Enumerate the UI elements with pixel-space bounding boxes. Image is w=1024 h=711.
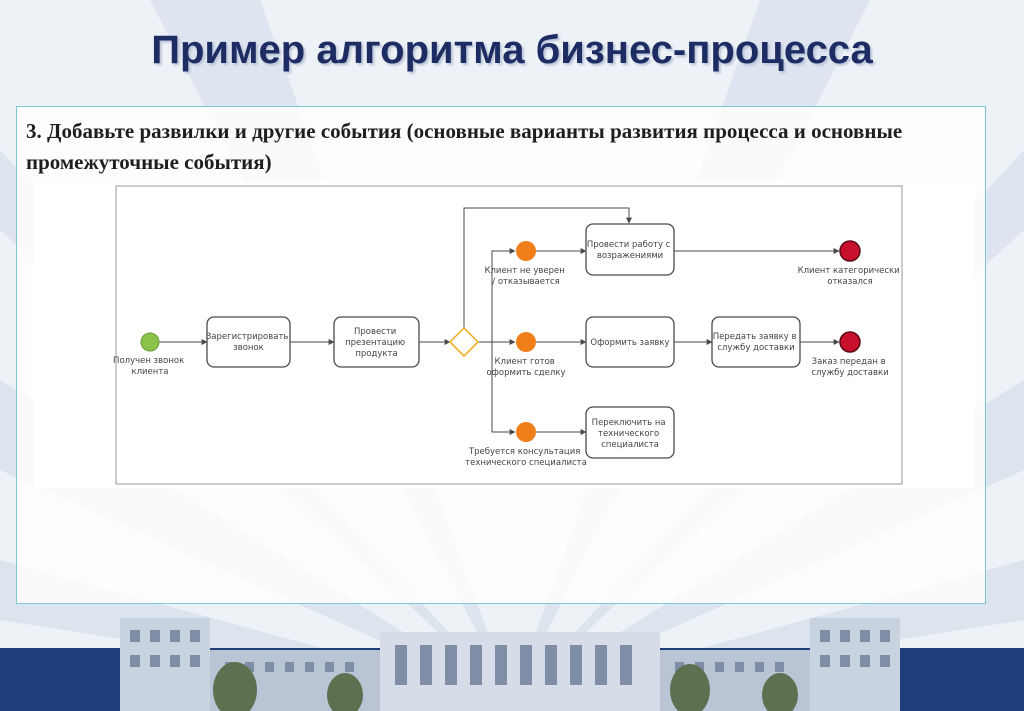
event-need-consultation-label: Требуется консультация технического спец… xyxy=(465,447,587,468)
building-image xyxy=(120,618,900,711)
event-need-consultation xyxy=(516,422,536,442)
task-make-order xyxy=(585,316,675,368)
task-send-to-delivery-label: Передать заявку в службу доставки xyxy=(713,332,799,353)
exclusive-gateway xyxy=(448,326,480,358)
bpmn-diagram: Получен звонок клиента Зарегистрировать … xyxy=(34,181,974,488)
end-event-order-sent-label: Заказ передан в службу доставки xyxy=(811,357,888,378)
start-event xyxy=(140,332,160,352)
task-objections xyxy=(585,223,675,276)
instruction-text: 3. Добавьте развилки и другие события (о… xyxy=(26,119,903,174)
task-presentation-label: Провести презентацию продукта xyxy=(345,327,408,359)
task-register-call xyxy=(206,316,291,368)
event-client-unsure-label: Клиент не уверен / отказывается xyxy=(484,266,567,287)
task-objections-label: Провести работу с возражениями xyxy=(587,240,673,261)
flow-loop-back xyxy=(463,207,632,355)
task-switch-to-tech xyxy=(585,406,675,459)
task-make-order-label: Оформить заявку xyxy=(590,338,669,348)
task-switch-to-tech-label: Переключить на технического специалиста xyxy=(592,418,669,450)
end-event-order-sent xyxy=(839,331,861,353)
diagram-frame xyxy=(115,185,903,485)
end-event-client-refused-label: Клиент категорически отказался xyxy=(798,266,903,287)
slide-title: Пример алгоритма бизнес-процесса xyxy=(151,28,873,72)
end-event-client-refused xyxy=(839,240,861,262)
task-send-to-delivery xyxy=(711,316,801,368)
bpmn-diagram-canvas: Получен звонок клиента Зарегистрировать … xyxy=(113,185,903,485)
task-presentation xyxy=(333,316,420,368)
event-client-ready xyxy=(516,332,536,352)
event-client-ready-label: Клиент готов оформить сделку xyxy=(486,357,565,378)
start-event-label: Получен звонок клиента xyxy=(113,356,187,377)
task-register-call-label: Зарегистрировать звонок xyxy=(206,332,291,353)
flow-gateway-to-consultation xyxy=(491,342,516,435)
flow-gateway-to-unsure xyxy=(464,248,516,343)
event-client-unsure xyxy=(516,241,536,261)
